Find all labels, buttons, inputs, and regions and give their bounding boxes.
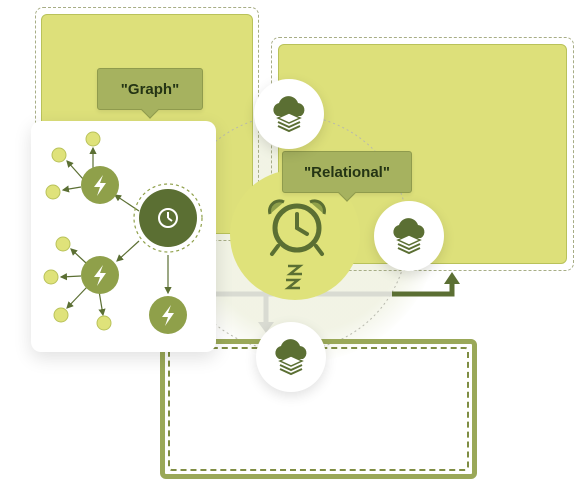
leaf-node — [45, 184, 61, 200]
leaf-node — [85, 131, 101, 147]
cloud-database-icon — [393, 218, 425, 255]
lightning-icon — [94, 175, 106, 196]
cloud-database-icon — [275, 339, 307, 376]
lightning-icon — [162, 305, 174, 326]
lightning-icon — [94, 265, 106, 286]
cloud-database-node-bottom — [256, 322, 326, 392]
leaf-node — [96, 315, 112, 331]
relational-tag: "Relational" — [282, 151, 412, 193]
cloud-database-icon — [273, 96, 305, 133]
zigzag-icon — [286, 264, 304, 276]
leaf-node — [55, 236, 71, 252]
zigzag-icon — [284, 278, 302, 290]
leaf-node — [53, 307, 69, 323]
graph-network — [43, 131, 203, 334]
leaf-node — [43, 269, 59, 285]
alarm-clock-icon — [268, 199, 326, 290]
cloud-database-node-top — [254, 79, 324, 149]
cloud-database-node-right — [374, 201, 444, 271]
graph-tag-label: "Graph" — [120, 80, 180, 98]
relational-panel-frame — [271, 37, 574, 271]
relational-tag-label: "Relational" — [304, 163, 390, 181]
graph-tag: "Graph" — [97, 68, 203, 110]
clock-icon — [158, 208, 178, 228]
leaf-node — [51, 147, 67, 163]
